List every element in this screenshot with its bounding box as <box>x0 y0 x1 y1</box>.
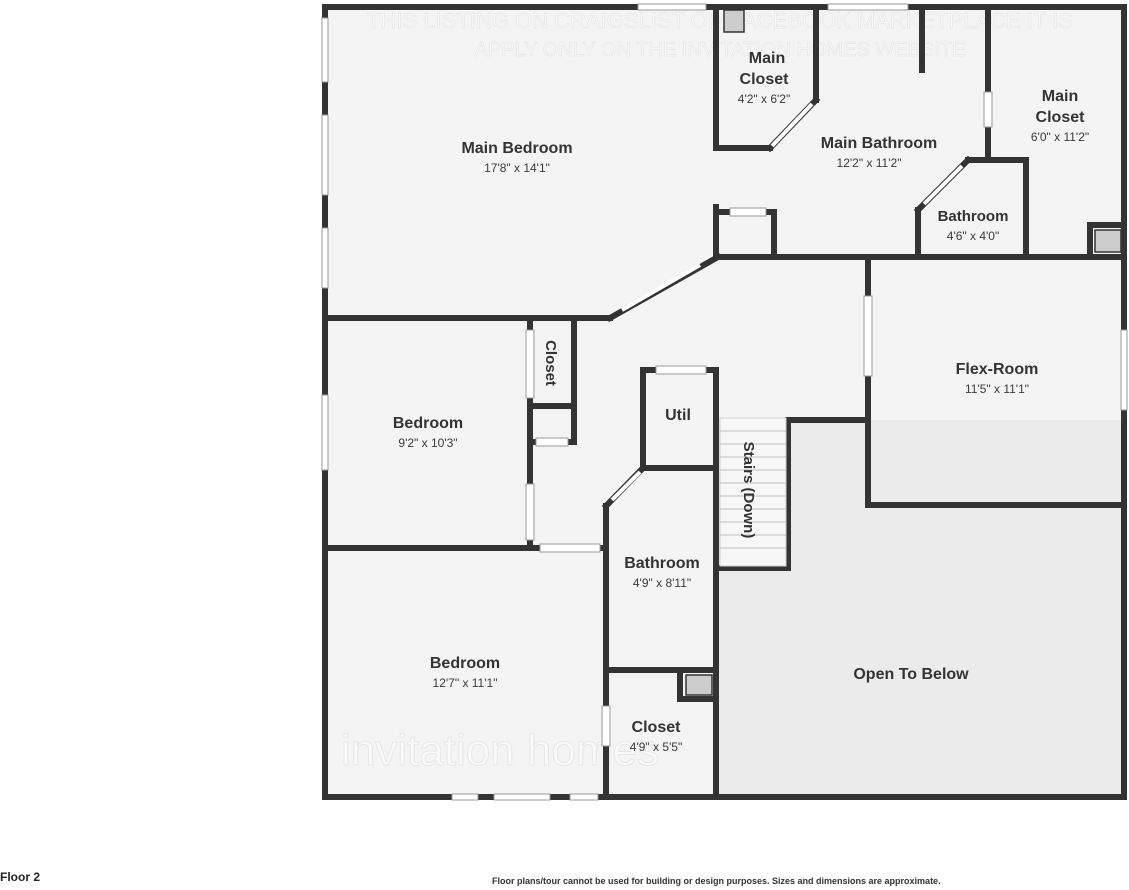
room-closet-lower-dims: 4'9" x 5'5" <box>630 740 682 754</box>
room-bathroom-hall: Bathroom 4'9" x 8'11" <box>624 555 700 590</box>
room-main-closet-large: Main Closet 6'0" x 11'2" <box>1031 88 1089 144</box>
room-bedroom-lower-dims: 12'7" x 11'1" <box>433 676 498 690</box>
room-main-bedroom-name: Main Bedroom <box>461 140 572 157</box>
room-bedroom-lower-name: Bedroom <box>430 655 500 672</box>
room-main-closet-small-name-2: Closet <box>740 71 790 88</box>
room-closet-vertical-name: Closet <box>542 340 559 386</box>
room-main-closet-large-name-1: Main <box>1042 88 1078 105</box>
floor-label: Floor 2 <box>0 870 41 884</box>
room-main-closet-small-name-1: Main <box>749 50 785 67</box>
room-closet-lower-name: Closet <box>632 719 682 736</box>
room-bathroom-small-name: Bathroom <box>938 208 1009 225</box>
watermark-top-line-1: THIS LISTING ON CRAIGSLIST OR FACEBOOK M… <box>367 8 1073 33</box>
room-main-bathroom: Main Bathroom 12'2" x 11'2" <box>821 135 937 170</box>
door-openings <box>610 102 964 502</box>
room-main-bedroom-dims: 17'8" x 14'1" <box>484 161 550 175</box>
room-closet-vertical: Closet <box>542 340 559 386</box>
watermark-top-line-2: APPLY ONLY ON THE INVITATION HOMES WEBSI… <box>475 39 966 61</box>
room-flex-room-name: Flex-Room <box>956 361 1039 378</box>
open-to-below-area-upper <box>790 420 870 505</box>
room-main-bathroom-dims: 12'2" x 11'2" <box>837 156 902 170</box>
room-flex-room-dims: 11'5" x 11'1" <box>965 382 1029 396</box>
room-main-closet-small-dims: 4'2" x 6'2" <box>738 92 790 106</box>
room-util-name: Util <box>665 407 691 424</box>
room-main-closet-large-dims: 6'0" x 11'2" <box>1031 130 1089 144</box>
room-bedroom-mid-dims: 9'2" x 10'3" <box>398 436 457 450</box>
room-bathroom-small: Bathroom 4'6" x 4'0" <box>938 208 1009 243</box>
windows <box>321 3 1128 801</box>
room-stairs-name: Stairs (Down) <box>740 442 757 539</box>
room-main-closet-small: Main Closet 4'2" x 6'2" <box>738 50 790 106</box>
room-main-bedroom: Main Bedroom 17'8" x 14'1" <box>461 140 572 175</box>
room-bedroom-mid: Bedroom 9'2" x 10'3" <box>393 415 463 450</box>
room-main-closet-large-name-2: Closet <box>1036 109 1086 126</box>
watermark-brand: invitation homes <box>341 726 659 775</box>
room-open-to-below-name: Open To Below <box>853 666 969 683</box>
room-bedroom-mid-name: Bedroom <box>393 415 463 432</box>
room-bathroom-small-dims: 4'6" x 4'0" <box>947 229 999 243</box>
room-bathroom-hall-dims: 4'9" x 8'11" <box>633 576 691 590</box>
room-closet-lower: Closet 4'9" x 5'5" <box>630 719 682 754</box>
stair-treads <box>719 417 787 567</box>
room-bedroom-lower: Bedroom 12'7" x 11'1" <box>430 655 500 690</box>
room-stairs: Stairs (Down) <box>740 442 757 539</box>
room-main-bathroom-name: Main Bathroom <box>821 135 937 152</box>
disclaimer-text: Floor plans/tour cannot be used for buil… <box>492 876 941 886</box>
room-util: Util <box>665 407 691 424</box>
room-open-to-below: Open To Below <box>853 666 969 683</box>
room-bathroom-hall-name: Bathroom <box>624 555 700 572</box>
room-flex-room: Flex-Room 11'5" x 11'1" <box>956 361 1039 396</box>
shaft-hatches <box>685 9 1122 696</box>
